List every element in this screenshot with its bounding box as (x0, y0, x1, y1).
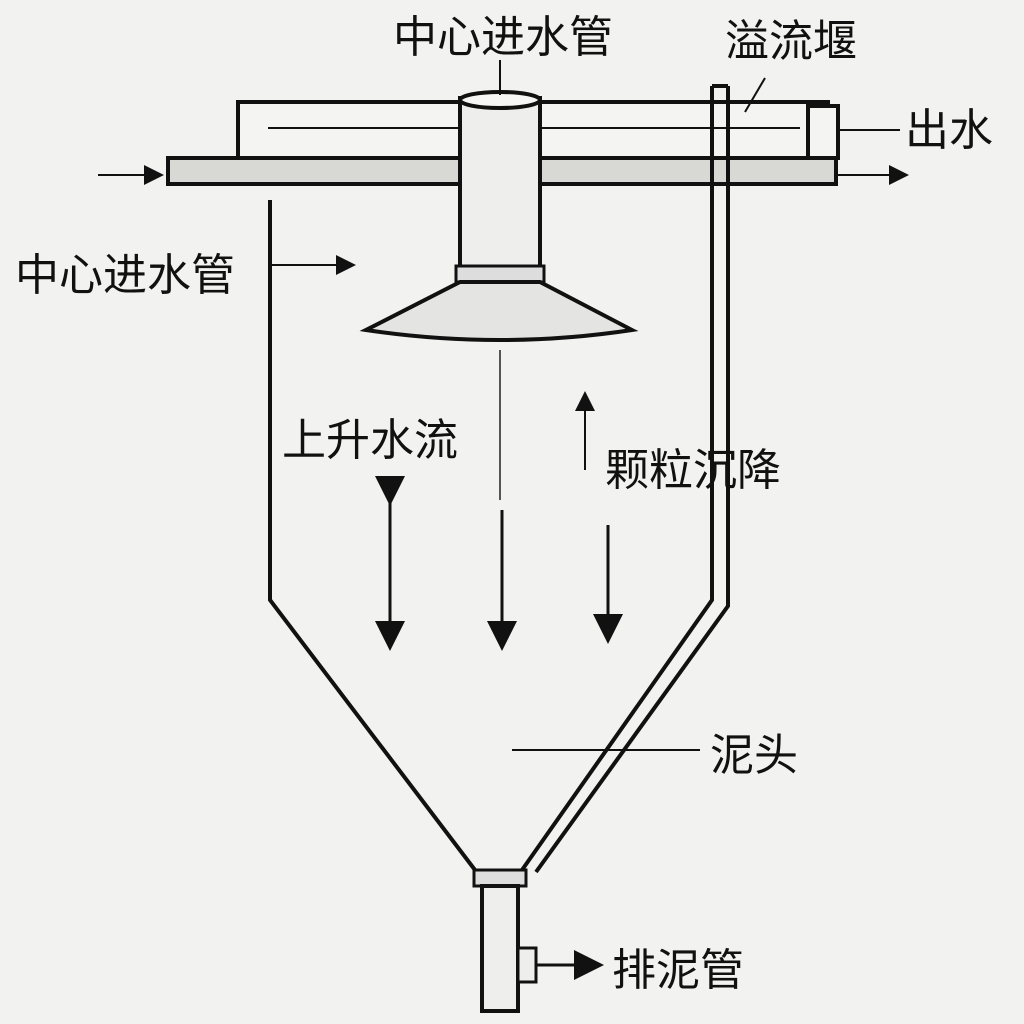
tank-left-wall (268, 200, 477, 872)
label-overflow-weir: 溢流堰 (725, 16, 857, 67)
sludge-pipe-tee (516, 946, 538, 984)
sludge-pipe (480, 884, 520, 1013)
label-center-inlet-top: 中心进水管 (393, 12, 613, 63)
label-outlet: 出水 (905, 105, 993, 156)
reflector-cone (359, 280, 639, 342)
pipe-collar (454, 264, 546, 284)
label-center-inlet-left: 中心进水管 (15, 250, 235, 301)
outlet-box (806, 104, 840, 160)
label-particle-settling: 颗粒沉降 (605, 445, 781, 496)
center-inlet-pipe (458, 96, 542, 280)
weir-leader (744, 77, 766, 113)
tank-right-wall-inner (534, 86, 730, 874)
label-sludge-pipe: 排泥管 (612, 945, 744, 996)
tank-right-wall (520, 86, 714, 872)
sludge-pipe-collar (472, 868, 528, 888)
label-upward-flow: 上升水流 (282, 415, 458, 466)
label-sludge-hopper: 泥头 (710, 730, 798, 781)
